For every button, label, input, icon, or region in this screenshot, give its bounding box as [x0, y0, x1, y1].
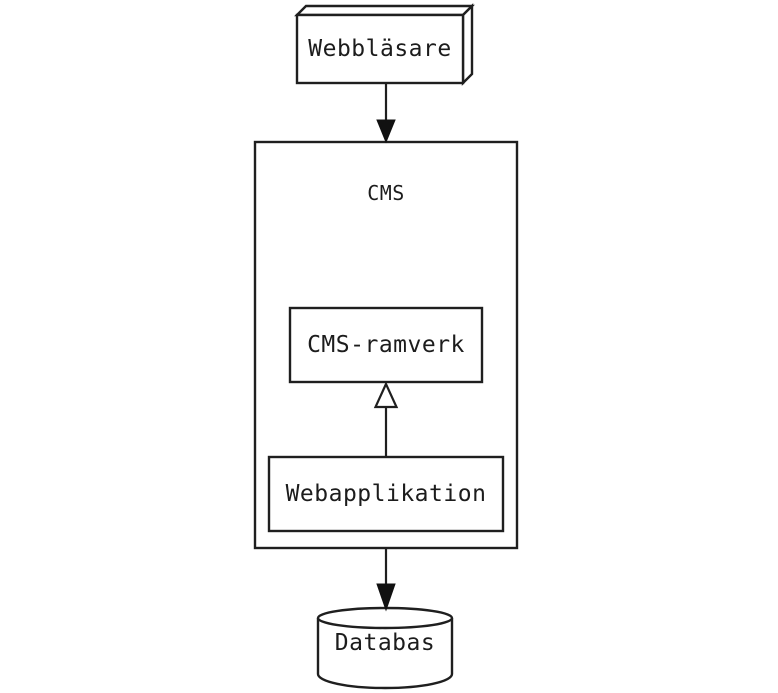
edge-webblasare-to-cms: [376, 83, 396, 144]
edge-cms-to-databas: [376, 548, 396, 612]
hollow-arrowhead-icon: [373, 381, 399, 409]
webblasare-node-label: Webbläsare: [308, 36, 452, 62]
filled-arrowhead-icon: [376, 583, 396, 612]
cms-ramverk-box-label: CMS-ramverk: [307, 332, 465, 358]
edge-webapplikation-to-cms-ramverk: [373, 381, 399, 457]
filled-arrowhead-icon: [376, 119, 396, 144]
webapplikation-box-shape: [267, 455, 505, 533]
databas-cylinder-body: [316, 618, 454, 690]
webblasare-node-shape: [294, 3, 475, 86]
databas-cylinder-top: [316, 606, 454, 630]
webblasare-node-top-face: [294, 4, 475, 17]
webapplikation-box-label: Webapplikation: [285, 481, 487, 507]
databas-cylinder-label: Databas: [334, 630, 436, 656]
databas-cylinder-shape: [316, 606, 454, 690]
webblasare-node-front-face: [295, 13, 465, 85]
webblasare-node-side-face: [461, 3, 474, 86]
cms-container-label: CMS: [367, 181, 405, 205]
